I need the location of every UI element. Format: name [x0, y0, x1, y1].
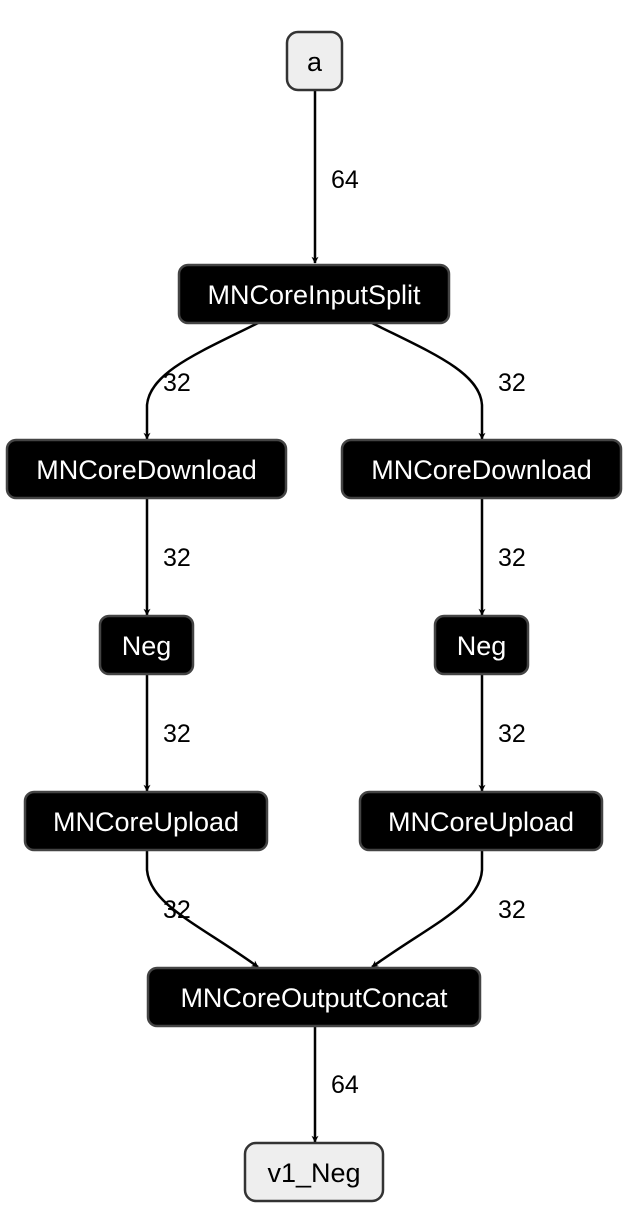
node-mncore-upload-left[interactable]: MNCoreUpload: [23, 790, 269, 852]
edge-a-to-split: 64: [311, 90, 359, 264]
edge-upload-left-to-concat: 32: [145, 850, 259, 969]
node-v1-neg-label: v1_Neg: [267, 1158, 360, 1188]
node-a-label: a: [307, 47, 323, 77]
edge-download-left-to-neg-left: 32: [143, 498, 191, 616]
node-neg-right-label: Neg: [457, 631, 507, 661]
node-v1-neg[interactable]: v1_Neg: [243, 1141, 385, 1203]
node-mncore-output-concat-label: MNCoreOutputConcat: [180, 983, 448, 1013]
edge-split-to-download-right: 32: [371, 321, 526, 440]
node-mncore-output-concat[interactable]: MNCoreOutputConcat: [146, 966, 482, 1028]
node-mncore-download-left-label: MNCoreDownload: [36, 455, 257, 485]
edge-label-download-left-to-neg-left: 32: [163, 544, 191, 572]
node-neg-right[interactable]: Neg: [433, 614, 530, 676]
node-mncore-download-right[interactable]: MNCoreDownload: [340, 438, 623, 500]
node-mncore-upload-right[interactable]: MNCoreUpload: [358, 790, 604, 852]
node-a[interactable]: a: [285, 30, 344, 92]
edge-label-upload-right-to-concat: 32: [498, 896, 526, 924]
edge-upload-right-to-concat: 32: [371, 850, 526, 969]
edge-label-neg-right-to-upload-right: 32: [498, 720, 526, 748]
edge-split-to-download-left: 32: [143, 321, 259, 440]
edge-label-upload-left-to-concat: 32: [163, 896, 191, 924]
edge-concat-to-v1-neg: 64: [311, 1026, 359, 1143]
edge-label-split-to-download-right: 32: [498, 369, 526, 397]
edge-neg-right-to-upload-right: 32: [478, 674, 526, 792]
node-mncore-download-right-label: MNCoreDownload: [371, 455, 592, 485]
edge-label-neg-left-to-upload-left: 32: [163, 720, 191, 748]
node-neg-left-label: Neg: [122, 631, 172, 661]
node-mncore-upload-right-label: MNCoreUpload: [388, 807, 574, 837]
edge-label-concat-to-v1-neg: 64: [331, 1071, 359, 1099]
node-mncore-upload-left-label: MNCoreUpload: [53, 807, 239, 837]
edge-label-download-right-to-neg-right: 32: [498, 544, 526, 572]
node-mncore-input-split-label: MNCoreInputSplit: [207, 280, 421, 310]
edge-download-right-to-neg-right: 32: [478, 498, 526, 616]
edge-label-split-to-download-left: 32: [163, 369, 191, 397]
node-mncore-input-split[interactable]: MNCoreInputSplit: [177, 263, 451, 325]
node-mncore-download-left[interactable]: MNCoreDownload: [5, 438, 288, 500]
edge-label-a-to-split: 64: [331, 166, 359, 194]
edge-neg-left-to-upload-left: 32: [143, 674, 191, 792]
node-neg-left[interactable]: Neg: [98, 614, 195, 676]
